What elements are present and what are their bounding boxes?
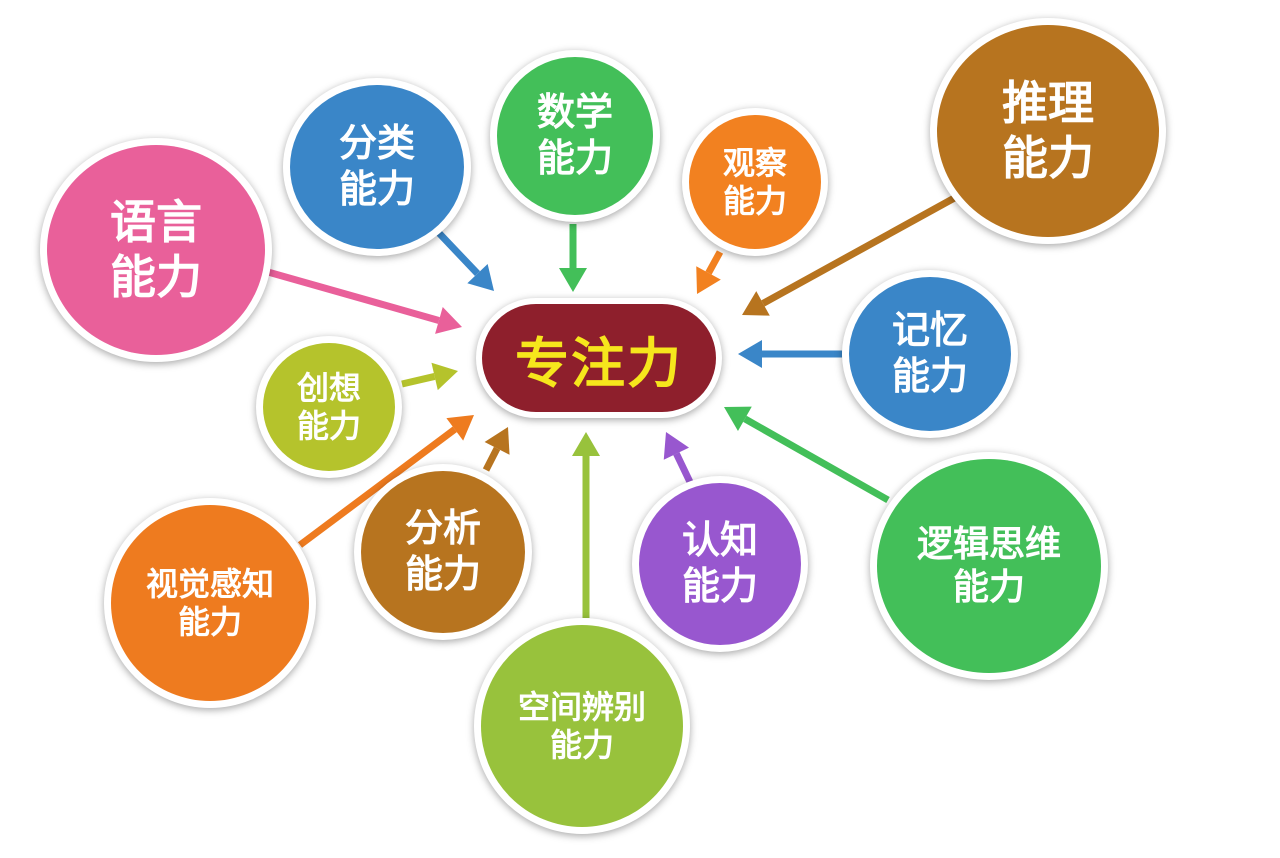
node-reasoning-line1: 推理 (1002, 75, 1094, 130)
node-observation-line1: 观察 (722, 143, 787, 182)
arrow-shijue-head (446, 415, 474, 441)
arrow-renzhi-shaft (673, 452, 694, 484)
node-language-line1: 语言 (110, 194, 202, 249)
arrow-renzhi-head (663, 432, 690, 460)
node-cognition-line2: 能力 (681, 564, 758, 608)
node-cognition: 认知 能力 (632, 476, 808, 652)
node-cognition-line1: 认知 (681, 518, 758, 563)
arrow-fenxi-shaft (482, 446, 501, 472)
arrow-luoji-shaft (743, 415, 890, 504)
node-logical-thinking-line2: 能力 (952, 567, 1025, 608)
node-reasoning-line2: 能力 (1002, 131, 1094, 185)
node-logical-thinking-line1: 逻辑思维 (916, 523, 1061, 565)
node-creativity: 创想 能力 (256, 336, 402, 478)
node-spatial-discrimination-line1: 空间辨别 (517, 687, 646, 726)
arrow-guancha-head (696, 266, 721, 294)
node-visual-perception-line2: 能力 (177, 603, 242, 641)
node-creativity-line1: 创想 (296, 368, 361, 407)
node-visual-perception: 视觉感知 能力 (104, 498, 316, 708)
arrow-fenxi-head (484, 427, 510, 455)
node-analysis-line2: 能力 (404, 552, 481, 596)
node-math-line1: 数学 (536, 90, 613, 135)
node-logical-thinking: 逻辑思维 能力 (870, 452, 1108, 680)
node-classification-line1: 分类 (338, 121, 415, 166)
arrow-luoji-head (724, 406, 752, 432)
arrow-fenlei-head (467, 263, 494, 291)
node-language-line2: 能力 (110, 250, 202, 304)
node-memory-line1: 记忆 (891, 308, 968, 353)
node-classification: 分类 能力 (283, 78, 471, 256)
arrow-kongjian-head (572, 432, 600, 456)
node-analysis: 分析 能力 (354, 464, 532, 640)
node-language: 语言 能力 (40, 138, 272, 362)
node-spatial-discrimination: 空间辨别 能力 (474, 618, 690, 834)
node-observation: 观察 能力 (682, 108, 828, 256)
arrow-guancha-shaft (705, 250, 724, 275)
arrow-fenlei-shaft (435, 229, 481, 277)
node-creativity-line2: 能力 (296, 407, 361, 445)
arrow-yuyan-shaft (267, 268, 440, 324)
arrow-chuangxiang-shaft (401, 373, 436, 388)
arrow-tuili-shaft (761, 192, 960, 307)
node-memory: 记忆 能力 (842, 270, 1018, 438)
arrow-shuxue-head (559, 268, 587, 292)
arrow-tuili-head (742, 291, 770, 316)
node-analysis-line1: 分析 (404, 506, 481, 551)
node-reasoning: 推理 能力 (930, 18, 1166, 244)
arrow-chuangxiang-head (431, 362, 458, 391)
node-visual-perception-line1: 视觉感知 (145, 564, 274, 603)
center-node: 专注力 (476, 298, 722, 418)
node-spatial-discrimination-line2: 能力 (549, 726, 614, 764)
node-math-line2: 能力 (536, 136, 613, 180)
node-memory-line2: 能力 (891, 354, 968, 398)
arrow-yuyan-head (435, 306, 462, 334)
node-observation-line2: 能力 (722, 182, 787, 220)
arrow-jiyi-head (738, 340, 762, 368)
node-math: 数学 能力 (490, 50, 660, 222)
arrow-shijue-shaft (297, 426, 457, 548)
center-node-label: 专注力 (482, 304, 716, 412)
node-classification-line2: 能力 (338, 167, 415, 211)
